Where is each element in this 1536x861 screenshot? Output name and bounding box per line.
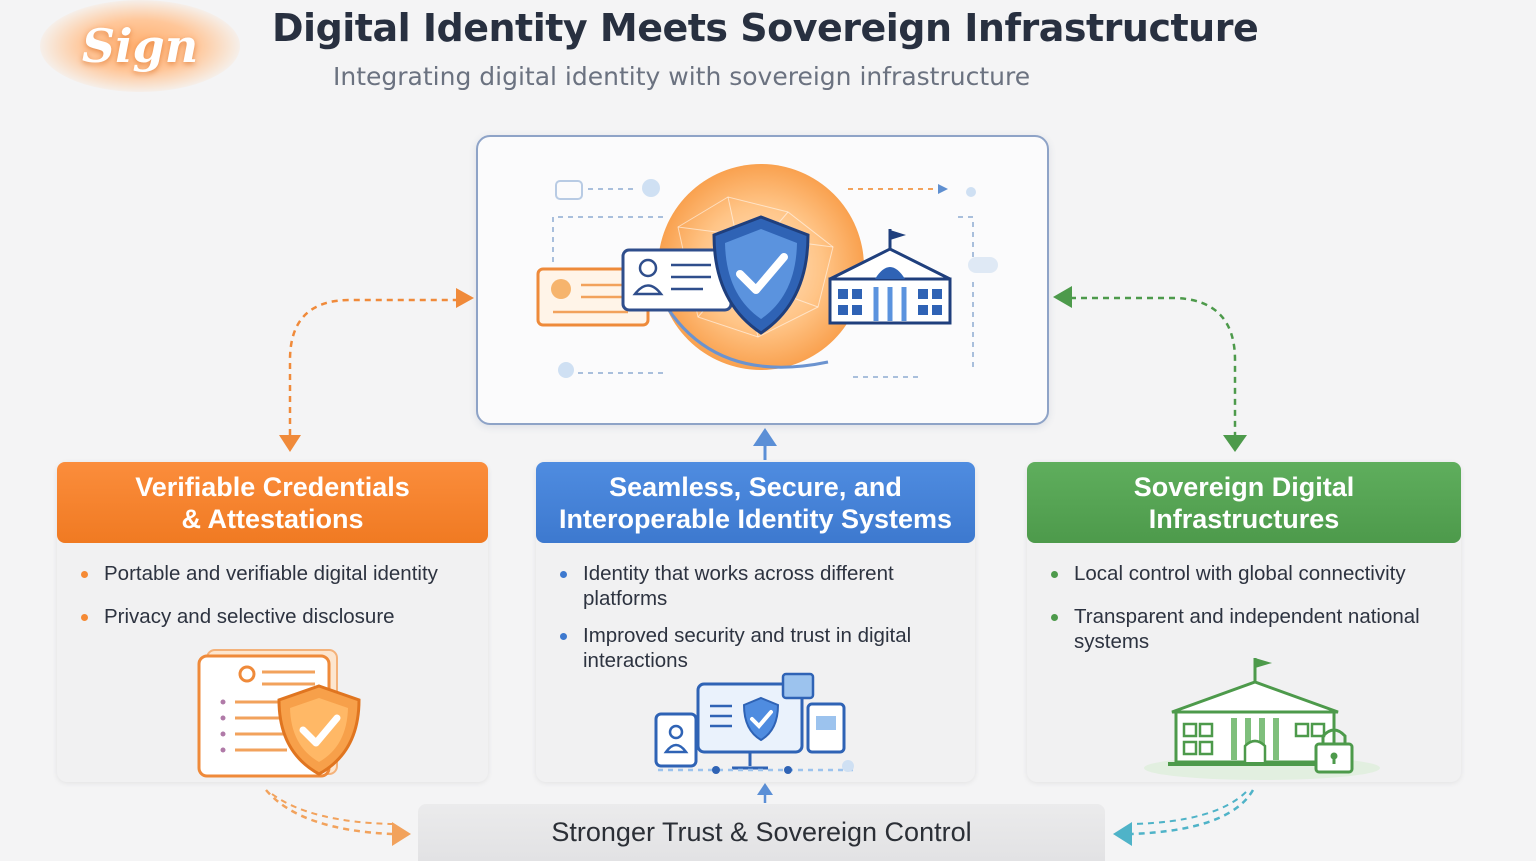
card-verifiable-credentials: Verifiable Credentials & Attestations Po… — [57, 462, 488, 782]
list-item: Portable and verifiable digital identity — [79, 561, 488, 586]
card-header: Verifiable Credentials & Attestations — [57, 462, 488, 543]
card-sovereign-infrastructures: Sovereign Digital Infrastructures Local … — [1027, 462, 1461, 782]
list-item: Local control with global connectivity — [1049, 561, 1461, 586]
credential-document-shield-icon — [197, 644, 377, 784]
arrow-head-up-icon — [753, 428, 777, 446]
arrow-head-down-green-icon — [1223, 435, 1247, 452]
list-item: Improved security and trust in digital i… — [558, 623, 975, 673]
card-title-line: Infrastructures — [1134, 503, 1355, 535]
arrow-head-left-bottom-icon — [1113, 822, 1132, 846]
list-item: Transparent and independent national sys… — [1049, 604, 1461, 654]
arrow-head-down-icon — [279, 435, 301, 452]
government-building-lock-icon — [1142, 652, 1382, 782]
card-title-line: Seamless, Secure, and — [559, 471, 952, 503]
globe-identity-shield-government-icon — [478, 137, 1051, 427]
arrow-head-right-bottom-icon — [392, 822, 411, 846]
list-item: Privacy and selective disclosure — [79, 604, 488, 629]
bullet-list: Local control with global connectivity T… — [1027, 543, 1461, 654]
footer-summary-bar: Stronger Trust & Sovereign Control — [418, 804, 1105, 861]
card-title-line: Verifiable Credentials — [135, 471, 410, 503]
sign-logo: Sign — [40, 0, 240, 92]
card-title-line: Sovereign Digital — [1134, 471, 1355, 503]
hub-panel — [476, 135, 1049, 425]
page-title: Digital Identity Meets Sovereign Infrast… — [272, 6, 1258, 50]
card-title-line: Interoperable Identity Systems — [559, 503, 952, 535]
card-header: Sovereign Digital Infrastructures — [1027, 462, 1461, 543]
logo-text: Sign — [82, 19, 198, 73]
list-item: Identity that works across different pla… — [558, 561, 975, 611]
bullet-list: Portable and verifiable digital identity… — [57, 543, 488, 629]
card-interoperable-identity: Seamless, Secure, and Interoperable Iden… — [536, 462, 975, 782]
bullet-list: Identity that works across different pla… — [536, 543, 975, 673]
footer-label: Stronger Trust & Sovereign Control — [551, 817, 971, 848]
arrow-head-up-bottom-icon — [757, 783, 773, 795]
card-header: Seamless, Secure, and Interoperable Iden… — [536, 462, 975, 543]
arrow-head-left-icon — [1053, 286, 1072, 308]
connected-devices-icon — [648, 670, 868, 780]
card-title-line: & Attestations — [135, 503, 410, 535]
page-subtitle: Integrating digital identity with sovere… — [333, 62, 1030, 91]
arrow-head-right-icon — [456, 288, 474, 308]
